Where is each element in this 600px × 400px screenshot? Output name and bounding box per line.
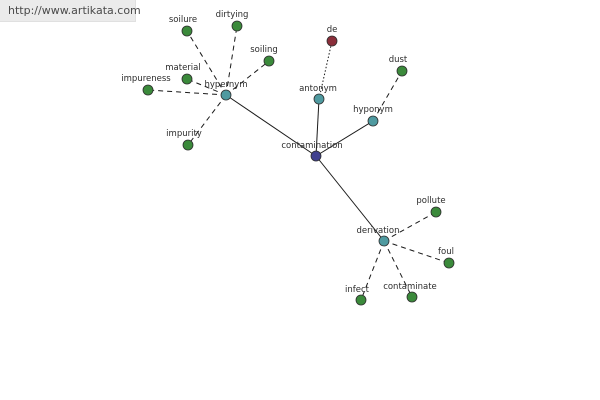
node-impurity[interactable] — [182, 139, 194, 151]
node-foul[interactable] — [443, 257, 455, 269]
node-material[interactable] — [181, 73, 193, 85]
node-label-soiling: soiling — [250, 45, 278, 55]
node-label-impureness: impureness — [121, 74, 171, 84]
nodes-layer — [142, 20, 455, 306]
node-label-derivation: derivation — [356, 226, 399, 236]
edge-derivation-foul — [383, 240, 450, 264]
edge-contamination-derivation — [315, 155, 385, 242]
node-label-pollute: pollute — [416, 196, 445, 206]
labels-layer: contamination hypernym antonym hyponym deriv… — [121, 10, 454, 295]
node-label-de: de — [327, 25, 338, 35]
node-derivation[interactable] — [378, 235, 390, 247]
edge-hypernym-impurity — [187, 94, 227, 146]
edge-antonym-de — [318, 40, 333, 100]
edge-contamination-hyponym — [315, 120, 374, 157]
node-label-foul: foul — [438, 247, 454, 257]
node-label-contaminate: contaminate — [383, 282, 437, 292]
edge-hypernym-soiling — [225, 60, 270, 96]
node-impureness[interactable] — [142, 84, 154, 96]
node-label-hyponym: hyponym — [353, 105, 393, 115]
edge-hypernym-impureness — [147, 89, 227, 96]
node-label-impurity: impurity — [166, 129, 202, 139]
edge-hyponym-dust — [372, 70, 403, 122]
node-contamination[interactable] — [310, 150, 322, 162]
node-infect[interactable] — [355, 294, 367, 306]
edge-derivation-contaminate — [383, 240, 413, 298]
node-antonym[interactable] — [313, 93, 325, 105]
node-label-material: material — [165, 63, 200, 73]
node-label-soilure: soilure — [169, 15, 197, 25]
edge-hypernym-material — [186, 78, 227, 96]
edges-layer — [147, 25, 450, 301]
node-label-contamination: contamination — [281, 141, 342, 151]
node-pollute[interactable] — [430, 206, 442, 218]
node-label-dust: dust — [389, 55, 408, 65]
edge-hypernym-soilure — [186, 30, 227, 96]
node-hypernym[interactable] — [220, 89, 232, 101]
node-label-dirtying: dirtying — [216, 10, 249, 20]
edge-hypernym-dirtying — [225, 25, 238, 96]
node-soilure[interactable] — [181, 25, 193, 37]
node-label-infect: infect — [345, 285, 370, 295]
node-label-antonym: antonym — [299, 84, 337, 94]
node-de[interactable] — [326, 35, 338, 47]
edge-derivation-infect — [360, 240, 385, 301]
node-soiling[interactable] — [263, 55, 275, 67]
edge-contamination-antonym — [315, 98, 320, 157]
edge-derivation-pollute — [383, 211, 437, 242]
node-dust[interactable] — [396, 65, 408, 77]
source-url-link[interactable]: http://www.artikata.com — [0, 0, 141, 22]
node-contaminate[interactable] — [406, 291, 418, 303]
node-hyponym[interactable] — [367, 115, 379, 127]
node-label-hypernym: hypernym — [204, 80, 247, 90]
edge-contamination-hypernym — [225, 94, 317, 157]
node-dirtying[interactable] — [231, 20, 243, 32]
